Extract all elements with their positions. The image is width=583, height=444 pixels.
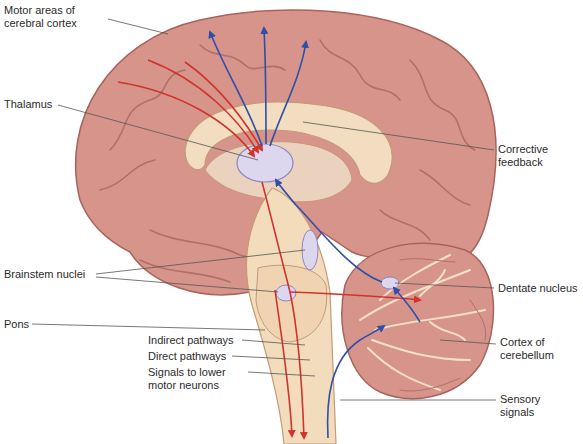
anatomy-label: Motor areas of cerebral cortex bbox=[4, 4, 109, 30]
anatomy-label: Dentate nucleus bbox=[498, 282, 578, 295]
anatomy-label: Cortex of cerebellum bbox=[500, 336, 564, 362]
anatomy-label: Direct pathways bbox=[148, 350, 226, 363]
anatomy-label: Pons bbox=[4, 318, 29, 331]
anatomy-label: Sensory signals bbox=[500, 393, 552, 419]
anatomy-label: Brainstem nuclei bbox=[4, 268, 85, 281]
anatomy-label: Thalamus bbox=[4, 98, 52, 111]
anatomy-label: Signals to lower motor neurons bbox=[148, 366, 246, 392]
anatomy-label: Corrective feedback bbox=[498, 143, 570, 169]
anatomy-label: Indirect pathways bbox=[148, 334, 234, 347]
